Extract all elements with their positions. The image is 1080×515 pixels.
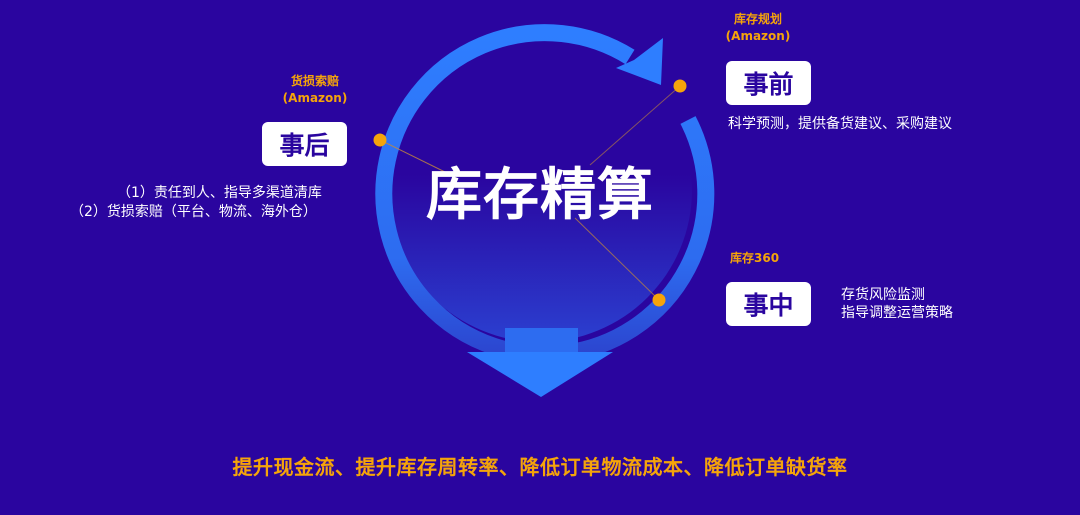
node-dot-before [673, 79, 687, 93]
desc-after-1: （1）责任到人、指导多渠道清库 [117, 185, 322, 201]
phase-label-before: 事前 [743, 70, 794, 99]
cycle-arrowhead-icon [616, 38, 663, 85]
center-title: 库存精算 [426, 163, 654, 228]
tag-after: 货损索赔 (Amazon) [272, 73, 358, 107]
tag-after-line1: 货损索赔 [290, 74, 339, 88]
phase-box-after: 事后 [262, 122, 347, 166]
desc-after-2: （2）货损索赔（平台、物流、海外仓） [70, 204, 317, 220]
phase-label-after: 事后 [279, 131, 330, 160]
tag-during: 库存360 [730, 250, 790, 267]
tag-before: 库存规划 (Amazon) [718, 11, 798, 45]
node-dot-during [652, 293, 666, 307]
node-dot-after [373, 133, 387, 147]
down-arrow-shaft [505, 328, 578, 354]
tag-after-line2: (Amazon) [282, 91, 348, 105]
phase-box-during: 事中 [726, 282, 811, 326]
outcome-text: 提升现金流、提升库存周转率、降低订单物流成本、降低订单缺货率 [232, 455, 848, 479]
tag-before-line2: (Amazon) [725, 29, 791, 43]
phase-box-before: 事前 [726, 61, 811, 105]
down-arrow-icon [467, 352, 613, 397]
tag-during-line1: 库存360 [730, 251, 780, 265]
cycle-ring [375, 24, 715, 364]
tag-before-line1: 库存规划 [733, 12, 782, 26]
inner-disc [388, 38, 692, 342]
desc-during-2: 指导调整运营策略 [841, 305, 953, 321]
desc-during-1: 存货风险监测 [841, 287, 925, 303]
phase-label-during: 事中 [743, 291, 794, 320]
desc-before-1: 科学预测，提供备货建议、采购建议 [728, 116, 952, 132]
